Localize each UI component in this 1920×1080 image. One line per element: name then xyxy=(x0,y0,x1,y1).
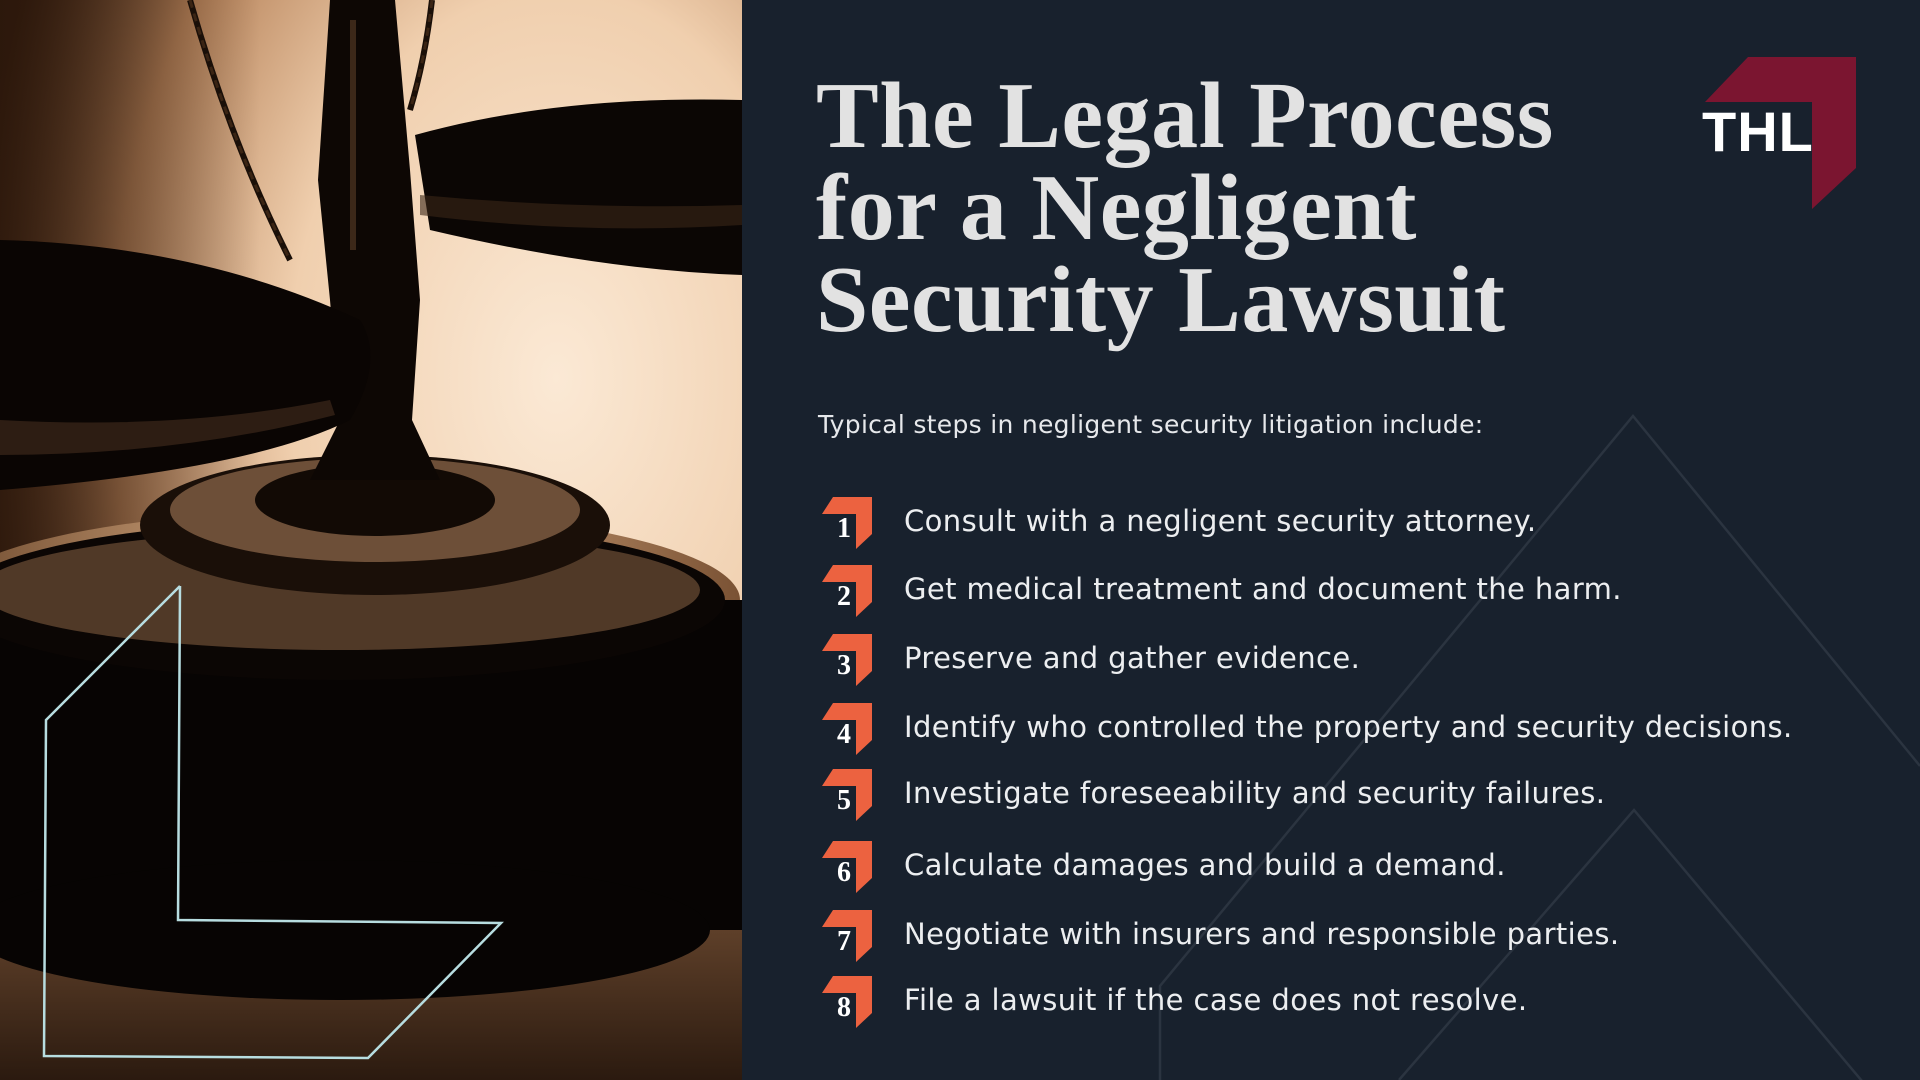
step-text: Preserve and gather evidence. xyxy=(904,641,1361,675)
step-number-badge: 3 xyxy=(820,634,876,686)
arrow-badge-icon xyxy=(822,497,872,549)
step-number-badge: 5 xyxy=(820,769,876,821)
arrow-badge-icon xyxy=(822,565,872,617)
content-panel xyxy=(742,0,1920,1080)
arrow-badge-icon xyxy=(822,976,872,1028)
step-text: Calculate damages and build a demand. xyxy=(904,848,1506,882)
step-number-badge: 2 xyxy=(820,565,876,617)
step-item: 5 Investigate foreseeability and securit… xyxy=(820,769,1910,829)
arrow-badge-icon xyxy=(822,634,872,686)
step-item: 1 Consult with a negligent security atto… xyxy=(820,497,1910,557)
decorative-chevron-lines xyxy=(1158,414,1920,1080)
step-number: 2 xyxy=(837,581,851,612)
step-number-badge: 8 xyxy=(820,976,876,1028)
step-item: 2 Get medical treatment and document the… xyxy=(820,565,1910,625)
title-line-3: Security Lawsuit xyxy=(816,248,1506,352)
step-number: 6 xyxy=(837,857,851,888)
step-number: 1 xyxy=(837,513,851,544)
step-number: 3 xyxy=(837,650,851,681)
step-number-badge: 1 xyxy=(820,497,876,549)
steps-intro: Typical steps in negligent security liti… xyxy=(818,410,1484,439)
step-item: 6 Calculate damages and build a demand. xyxy=(820,841,1910,901)
step-item: 4 Identify who controlled the property a… xyxy=(820,703,1910,763)
step-text: Get medical treatment and document the h… xyxy=(904,572,1622,606)
page-title: The Legal Process for a Negligent Securi… xyxy=(816,64,1554,352)
step-number-badge: 4 xyxy=(820,703,876,755)
step-text: Identify who controlled the property and… xyxy=(904,710,1793,744)
outline-accent-shape xyxy=(42,585,504,1060)
step-number: 4 xyxy=(837,719,851,750)
arrow-badge-icon xyxy=(822,910,872,962)
step-number-badge: 6 xyxy=(820,841,876,893)
step-number: 8 xyxy=(837,992,851,1023)
title-line-2: for a Negligent xyxy=(816,156,1417,260)
step-number-badge: 7 xyxy=(820,910,876,962)
scales-of-justice-photo xyxy=(0,0,742,1080)
step-text: Negotiate with insurers and responsible … xyxy=(904,917,1620,951)
scales-of-justice-image xyxy=(0,0,742,1080)
step-text: Consult with a negligent security attorn… xyxy=(904,504,1537,538)
step-text: Investigate foreseeability and security … xyxy=(904,776,1606,810)
step-item: 8 File a lawsuit if the case does not re… xyxy=(820,976,1910,1036)
thl-logo-text: THL xyxy=(1702,100,1814,163)
step-item: 7 Negotiate with insurers and responsibl… xyxy=(820,910,1910,970)
title-line-1: The Legal Process xyxy=(816,64,1554,168)
step-item: 3 Preserve and gather evidence. xyxy=(820,634,1910,694)
arrow-badge-icon xyxy=(822,769,872,821)
step-number: 7 xyxy=(837,926,851,957)
thl-logo-mark xyxy=(1705,57,1856,209)
step-text: File a lawsuit if the case does not reso… xyxy=(904,983,1528,1017)
arrow-badge-icon xyxy=(822,841,872,893)
arrow-badge-icon xyxy=(822,703,872,755)
step-number: 5 xyxy=(837,785,851,816)
